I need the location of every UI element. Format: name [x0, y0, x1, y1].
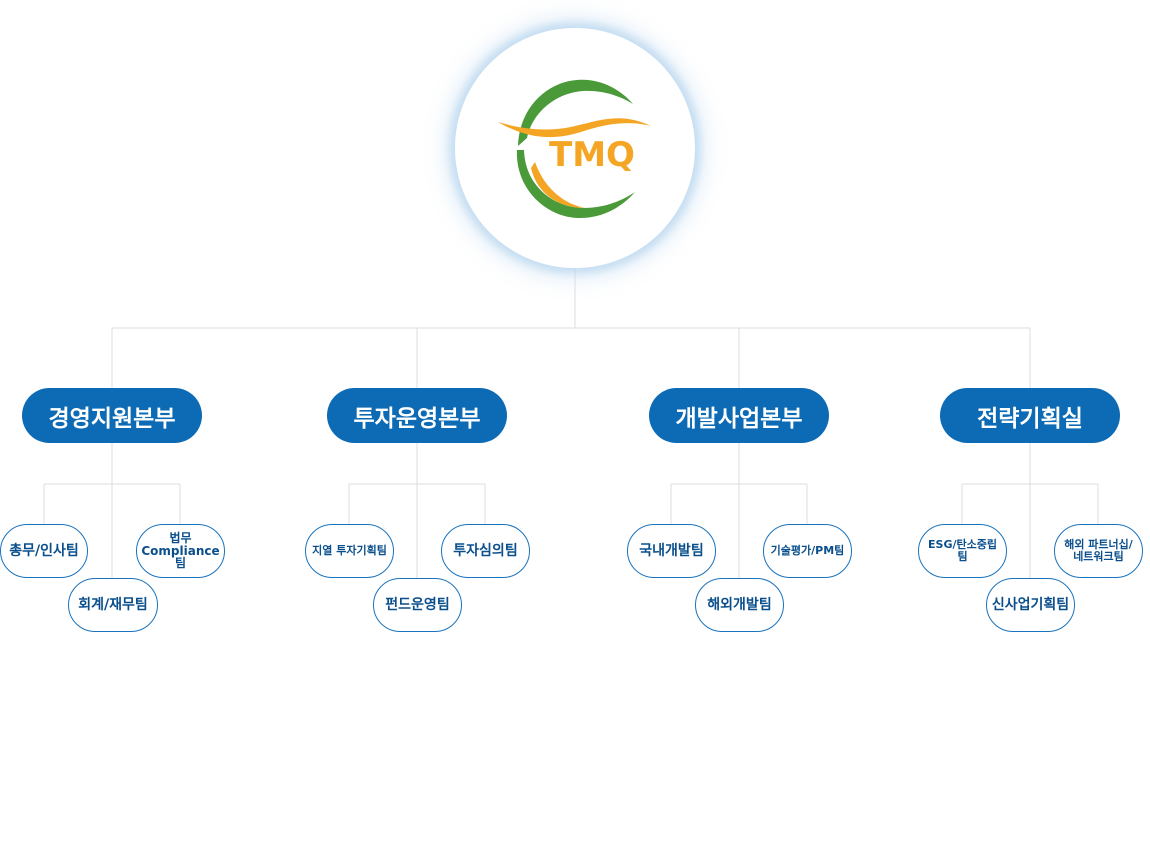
team-investment-review[interactable]: 투자심의팀 — [441, 524, 530, 578]
team-new-business-planning[interactable]: 신사업기획팀 — [986, 578, 1075, 632]
team-fund-operations[interactable]: 펀드운영팀 — [373, 578, 462, 632]
company-logo: TMQ — [455, 28, 695, 268]
team-esg-carbon-neutral[interactable]: ESG/탄소중립팀 — [918, 524, 1007, 578]
team-general-affairs-hr[interactable]: 총무/인사팀 — [0, 524, 88, 578]
division-investment-operations[interactable]: 투자운영본부 — [327, 388, 507, 443]
team-accounting-finance[interactable]: 회계/재무팀 — [68, 578, 158, 632]
team-domestic-development[interactable]: 국내개발팀 — [627, 524, 716, 578]
team-tech-evaluation-pm[interactable]: 기술평가/PM팀 — [763, 524, 852, 578]
division-management-support[interactable]: 경영지원본부 — [22, 388, 202, 443]
team-legal-compliance[interactable]: 법무 Compliance팀 — [136, 524, 225, 578]
team-overseas-partnership-network[interactable]: 해외 파트너십/ 네트워크팀 — [1054, 524, 1143, 578]
leaf-ring-icon — [498, 79, 651, 219]
team-geothermal-investment-planning[interactable]: 지열 투자기획팀 — [305, 524, 394, 578]
division-strategic-planning[interactable]: 전략기획실 — [940, 388, 1120, 443]
division-development-business[interactable]: 개발사업본부 — [649, 388, 829, 443]
logo-wordmark: TMQ — [549, 135, 635, 175]
team-overseas-development[interactable]: 해외개발팀 — [695, 578, 784, 632]
